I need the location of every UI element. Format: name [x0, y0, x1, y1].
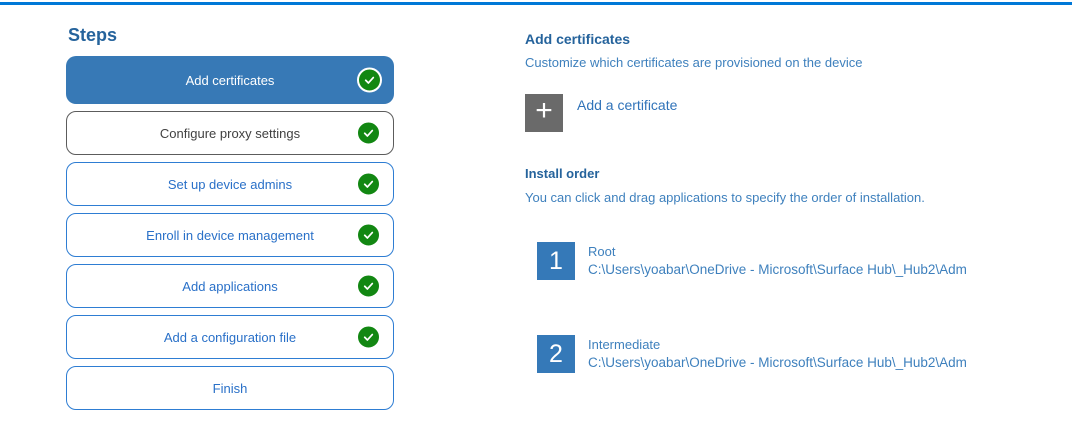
check-icon [356, 324, 381, 350]
step-label: Finish [212, 380, 248, 396]
step-finish[interactable]: Finish [66, 366, 394, 410]
step-label: Set up device admins [167, 176, 293, 192]
certificate-name: Root [588, 244, 616, 259]
check-icon [356, 273, 381, 299]
steps-panel: Steps Add certificates Configure proxy s… [66, 25, 394, 410]
order-item-text: Intermediate C:\Users\yoabar\OneDrive - … [588, 335, 967, 370]
certificate-name: Intermediate [588, 337, 661, 352]
step-add-a-configuration-file[interactable]: Add a configuration file [66, 315, 394, 359]
step-label: Add a configuration file [163, 329, 297, 345]
check-icon [356, 222, 381, 248]
step-label: Configure proxy settings [159, 125, 301, 141]
step-set-up-device-admins[interactable]: Set up device admins [66, 162, 394, 206]
order-number-badge: 1 [537, 242, 575, 280]
add-certificate-button[interactable]: + Add a certificate [525, 94, 1070, 132]
check-icon [356, 120, 381, 146]
add-certificates-content: Add certificates Customize which certifi… [525, 31, 1070, 373]
certificate-path: C:\Users\yoabar\OneDrive - Microsoft\Sur… [588, 262, 967, 277]
step-label: Add applications [182, 278, 278, 294]
certificate-path: C:\Users\yoabar\OneDrive - Microsoft\Sur… [588, 355, 967, 370]
step-configure-proxy-settings[interactable]: Configure proxy settings [66, 111, 394, 155]
page-subtitle: Customize which certificates are provisi… [525, 55, 863, 70]
install-order-heading: Install order [525, 166, 600, 181]
step-add-certificates[interactable]: Add certificates [66, 56, 394, 104]
page-title: Add certificates [525, 31, 631, 47]
add-certificate-label: Add a certificate [577, 97, 678, 113]
step-label: Add certificates [185, 72, 275, 88]
install-order-description: You can click and drag applications to s… [525, 190, 925, 205]
install-order-item-intermediate[interactable]: 2 Intermediate C:\Users\yoabar\OneDrive … [537, 335, 1070, 373]
step-enroll-in-device-management[interactable]: Enroll in device management [66, 213, 394, 257]
order-number-badge: 2 [537, 335, 575, 373]
steps-list: Add certificates Configure proxy setting… [66, 56, 394, 410]
check-icon [356, 171, 381, 197]
steps-panel-title: Steps [68, 25, 118, 45]
top-accent-rule [0, 2, 1072, 5]
step-add-applications[interactable]: Add applications [66, 264, 394, 308]
plus-icon[interactable]: + [525, 94, 563, 132]
order-item-text: Root C:\Users\yoabar\OneDrive - Microsof… [588, 242, 967, 277]
install-order-item-root[interactable]: 1 Root C:\Users\yoabar\OneDrive - Micros… [537, 242, 1070, 280]
step-label: Enroll in device management [146, 227, 314, 243]
check-icon [357, 67, 382, 93]
